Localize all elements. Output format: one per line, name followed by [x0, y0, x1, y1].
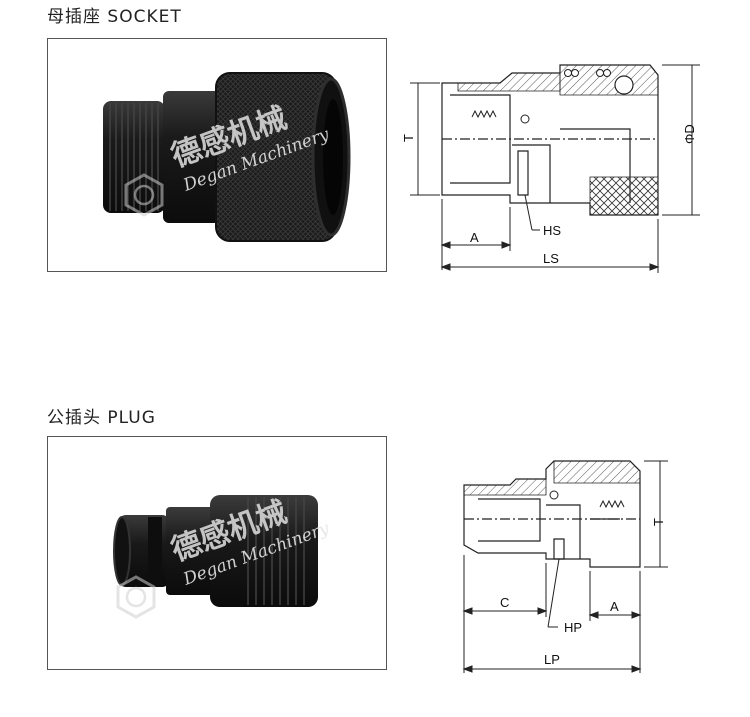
plug-dim-hp: [547, 558, 560, 628]
plug-nose: [113, 515, 170, 587]
socket-photo: 德感机械 Degan Machinery: [47, 38, 387, 272]
socket-section-drawing: T ΦD HS A LS: [400, 55, 710, 275]
plug-dim-a-label: A: [610, 599, 619, 614]
plug-title: 公插头 PLUG: [47, 408, 156, 428]
plug-thread-end: [210, 495, 318, 607]
plug-hex-body: [166, 507, 216, 595]
socket-hex-body: [163, 91, 223, 223]
socket-dim-t: [410, 82, 440, 196]
plug-dim-a: [588, 571, 642, 673]
socket-dim-d-label: ΦD: [682, 124, 697, 144]
plug-dim-lp-label: LP: [544, 652, 560, 667]
socket-dim-ls-label: LS: [543, 251, 559, 266]
socket-thread-end: [103, 101, 165, 213]
socket-title: 母插座 SOCKET: [47, 7, 182, 27]
plug-dim-c-label: C: [500, 595, 509, 610]
socket-dim-a: [440, 199, 512, 270]
socket-dim-t-label: T: [401, 134, 416, 142]
socket-dim-hs-label: HS: [543, 223, 561, 238]
socket-dim-a-label: A: [470, 230, 479, 245]
plug-seal: [549, 490, 559, 500]
plug-dim-lp: [462, 665, 642, 673]
socket-section-knurl-hatch: [589, 176, 659, 216]
socket-watermark-logo: [124, 173, 164, 217]
socket-section-hatch-top: [457, 72, 561, 92]
plug-spring: [599, 499, 625, 509]
socket-dim-hs: [524, 194, 540, 231]
plug-photo: 德感机械 Degan Machinery: [47, 436, 387, 670]
plug-dim-c: [462, 555, 548, 673]
plug-section-hatch-top: [463, 478, 547, 496]
socket-ball: [614, 75, 634, 95]
socket-dim-ls: [440, 219, 660, 273]
plug-dim-t-label: T: [651, 518, 666, 526]
socket-dim-d: [662, 64, 700, 216]
plug-watermark-logo: [116, 575, 156, 619]
socket-spring: [471, 109, 497, 119]
plug-dim-hp-label: HP: [564, 620, 582, 635]
plug-dim-t: [644, 460, 668, 568]
plug-section-drawing: T HP C A LP: [450, 455, 680, 685]
